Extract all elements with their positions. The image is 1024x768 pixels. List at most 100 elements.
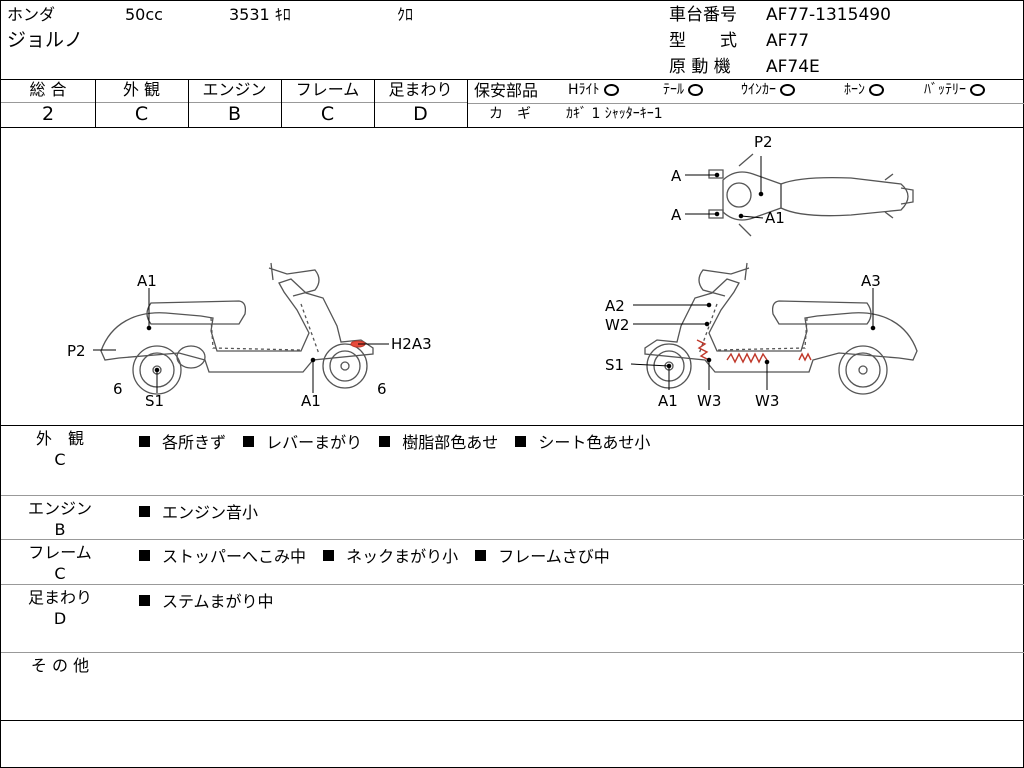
grade-label-suspension: 足まわり xyxy=(388,80,453,99)
maker: ホンダ xyxy=(7,5,56,24)
label-w3-b: W3 xyxy=(755,392,779,410)
grid-line xyxy=(1,720,1024,721)
grade-value-suspension: D xyxy=(413,103,428,125)
key-label: カ ギ xyxy=(489,106,531,122)
label-w3-a: W3 xyxy=(697,392,721,410)
bullet-icon xyxy=(243,436,255,447)
grid-line xyxy=(1,79,1024,80)
section-frame: フレーム C xyxy=(15,542,105,584)
scooter-diagram: A1 P2 6 S1 H2A3 A1 6 A2 W xyxy=(67,133,918,410)
bullet-icon xyxy=(323,550,335,561)
section-label: 足まわり xyxy=(27,588,92,607)
label-p2-top: P2 xyxy=(754,133,773,151)
engine-label: 原 動 機 xyxy=(669,57,731,77)
model-code-label: 型 式 xyxy=(669,31,737,51)
remarks-suspension: ステムまがり中 xyxy=(139,588,286,612)
section-grade: D xyxy=(53,609,67,628)
section-grade: B xyxy=(54,520,66,539)
bullet-icon xyxy=(139,506,150,517)
grade-label-frame: フレーム xyxy=(295,80,360,99)
bullet-icon xyxy=(379,436,391,447)
label-w2: W2 xyxy=(605,316,629,334)
top-view-callouts xyxy=(685,156,764,219)
bullet-icon xyxy=(139,595,150,606)
safety-item-headlight: Hﾗｲﾄ xyxy=(568,83,619,97)
safety-item-winker: ｳｲﾝｶｰ xyxy=(741,83,795,97)
key-value: ｶｷﾞ 1 ｼｬｯﾀｰｷｰ1 xyxy=(566,106,663,122)
label-a1: A1 xyxy=(137,272,157,290)
section-label: エンジン xyxy=(27,499,92,518)
frame-no-label: 車台番号 xyxy=(669,5,737,25)
grid-line xyxy=(1,102,467,103)
remarks-frame: ストッパーへこみ中 ネックまがり小 フレームさび中 xyxy=(139,543,622,567)
grid-line xyxy=(188,79,189,127)
section-grade: C xyxy=(54,450,66,469)
bullet-icon xyxy=(515,436,527,447)
model-name: ジョルノ xyxy=(7,29,84,51)
ok-circle-icon xyxy=(603,84,619,96)
grade-label-overall: 総 合 xyxy=(29,80,67,99)
grid-line xyxy=(1,495,1024,496)
grid-line xyxy=(1,584,1024,585)
model-code: AF77 xyxy=(766,31,810,51)
section-label: そ の 他 xyxy=(30,656,90,675)
label-6-rear: 6 xyxy=(113,380,123,398)
safety-item-tail: ﾃｰﾙ xyxy=(663,83,703,97)
engine-code: AF74E xyxy=(766,57,820,77)
remarks-exterior: 各所きず レバーまがり 樹脂部色あせ シート色あせ小 xyxy=(139,429,662,453)
mileage: 3531 ｷﾛ xyxy=(229,5,291,24)
label-s1: S1 xyxy=(145,392,164,410)
grid-line xyxy=(95,79,96,127)
grade-value-frame: C xyxy=(320,103,335,125)
grade-label-exterior: 外 観 xyxy=(122,80,161,99)
section-suspension: 足まわり D xyxy=(15,587,105,629)
grid-line xyxy=(1,425,1024,426)
ok-circle-icon xyxy=(970,84,985,96)
section-label: フレーム xyxy=(28,543,92,562)
section-grade: C xyxy=(54,564,66,583)
bullet-icon xyxy=(139,550,150,561)
label-a2: A2 xyxy=(605,297,625,315)
label-6-front: 6 xyxy=(377,380,387,398)
grade-value-engine: B xyxy=(227,103,242,125)
section-label: 外 観 xyxy=(35,429,84,448)
ok-circle-icon xyxy=(688,84,703,96)
left-view-callouts xyxy=(93,288,389,393)
bullet-icon xyxy=(139,436,150,447)
label-p2: P2 xyxy=(67,342,86,360)
safety-title: 保安部品 xyxy=(474,81,539,100)
frame-no: AF77-1315490 xyxy=(766,5,891,25)
safety-item-battery: ﾊﾞｯﾃﾘｰ xyxy=(924,83,985,97)
color: ｸﾛ xyxy=(397,5,414,24)
grade-value-overall: 2 xyxy=(41,103,55,125)
label-a-lower: A xyxy=(671,206,682,224)
label-a-upper: A xyxy=(671,167,682,185)
label-a1-top: A1 xyxy=(765,209,785,227)
grid-line xyxy=(1,652,1024,653)
ok-circle-icon xyxy=(869,84,884,96)
scooter-top-view xyxy=(708,153,914,237)
grid-line xyxy=(374,79,375,127)
label-a1-front: A1 xyxy=(301,392,321,410)
ok-circle-icon xyxy=(780,84,795,96)
displacement: 50cc xyxy=(125,5,163,24)
bullet-icon xyxy=(475,550,487,561)
grade-label-engine: エンジン xyxy=(202,80,267,99)
grid-line xyxy=(1,127,1024,128)
label-a1-right: A1 xyxy=(658,392,678,410)
grid-line xyxy=(1,539,1024,540)
grade-value-exterior: C xyxy=(134,103,149,125)
label-s1-right: S1 xyxy=(605,356,624,374)
section-exterior: 外 観 C xyxy=(15,428,105,470)
remarks-engine: エンジン音小 xyxy=(139,499,270,523)
section-engine: エンジン B xyxy=(15,498,105,540)
right-view-callouts xyxy=(630,288,876,390)
rust-damage-marks xyxy=(696,339,812,364)
label-a3: A3 xyxy=(861,272,881,290)
scooter-left-view xyxy=(100,262,374,395)
label-h2a3: H2A3 xyxy=(391,335,432,353)
grid-line xyxy=(281,79,282,127)
grid-line xyxy=(467,79,468,127)
safety-item-horn: ﾎｰﾝ xyxy=(844,83,884,97)
